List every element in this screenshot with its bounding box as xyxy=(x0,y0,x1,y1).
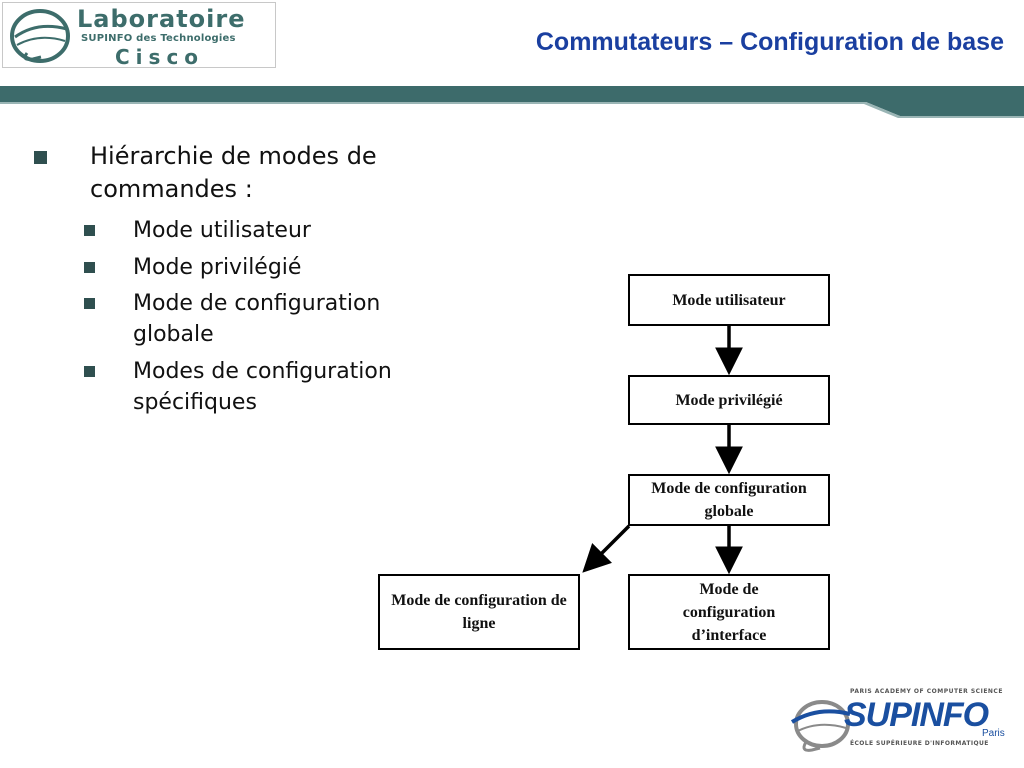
node-line-config-label: Mode de configuration de ligne xyxy=(391,592,567,632)
node-interface-config xyxy=(628,574,830,650)
supinfo-city: Paris xyxy=(982,728,1005,739)
supinfo-logo: PARIS ACADEMY OF COMPUTER SCIENCE SUPINF… xyxy=(788,688,1008,760)
sub-bullet-1: Mode utilisateur xyxy=(133,218,311,243)
node-line-config xyxy=(378,574,580,650)
node-user-mode-label: Mode utilisateur xyxy=(672,291,786,309)
arrow-global-to-line xyxy=(582,524,631,573)
node-interface-config-label: Mode de configuration d’interface xyxy=(682,580,776,644)
sub-bullet-square-icon xyxy=(84,298,95,309)
node-global-config xyxy=(628,474,830,526)
supinfo-name: SUPINFO xyxy=(844,696,989,734)
logo-line-1: Laboratoire xyxy=(77,5,246,33)
supinfo-globe-icon xyxy=(790,700,851,752)
sub-bullet-square-icon xyxy=(84,225,95,236)
supinfo-tagline-bottom: ÉCOLE SUPÉRIEURE D'INFORMATIQUE xyxy=(850,740,989,747)
sub-bullet-3: Mode de configuration globale xyxy=(133,291,381,347)
sub-bullet-2: Mode privilégié xyxy=(133,255,302,280)
bullet-square-icon xyxy=(34,151,47,164)
header-band xyxy=(0,86,1024,118)
node-user-mode xyxy=(628,274,830,326)
node-global-config-label: Mode de configuration globale xyxy=(651,480,807,520)
slide-title: Commutateurs – Configuration de base xyxy=(535,28,1004,56)
node-privileged-mode-label: Mode privilégié xyxy=(675,391,783,409)
node-privileged-mode xyxy=(628,375,830,425)
logo-line-3: Cisco xyxy=(115,45,205,69)
sub-bullet-square-icon xyxy=(84,366,95,377)
laboratoire-cisco-logo: Laboratoire SUPINFO des Technologies Cis… xyxy=(2,2,276,69)
logo-line-2: SUPINFO des Technologies xyxy=(81,33,236,44)
sub-bullet-square-icon xyxy=(84,262,95,273)
globe-logo-icon xyxy=(10,9,70,63)
supinfo-tagline-top: PARIS ACADEMY OF COMPUTER SCIENCE xyxy=(850,688,1003,695)
main-bullet-text: Hiérarchie de modes de commandes : xyxy=(90,142,377,203)
sub-bullet-4: Modes de configuration spécifiques xyxy=(133,359,392,415)
